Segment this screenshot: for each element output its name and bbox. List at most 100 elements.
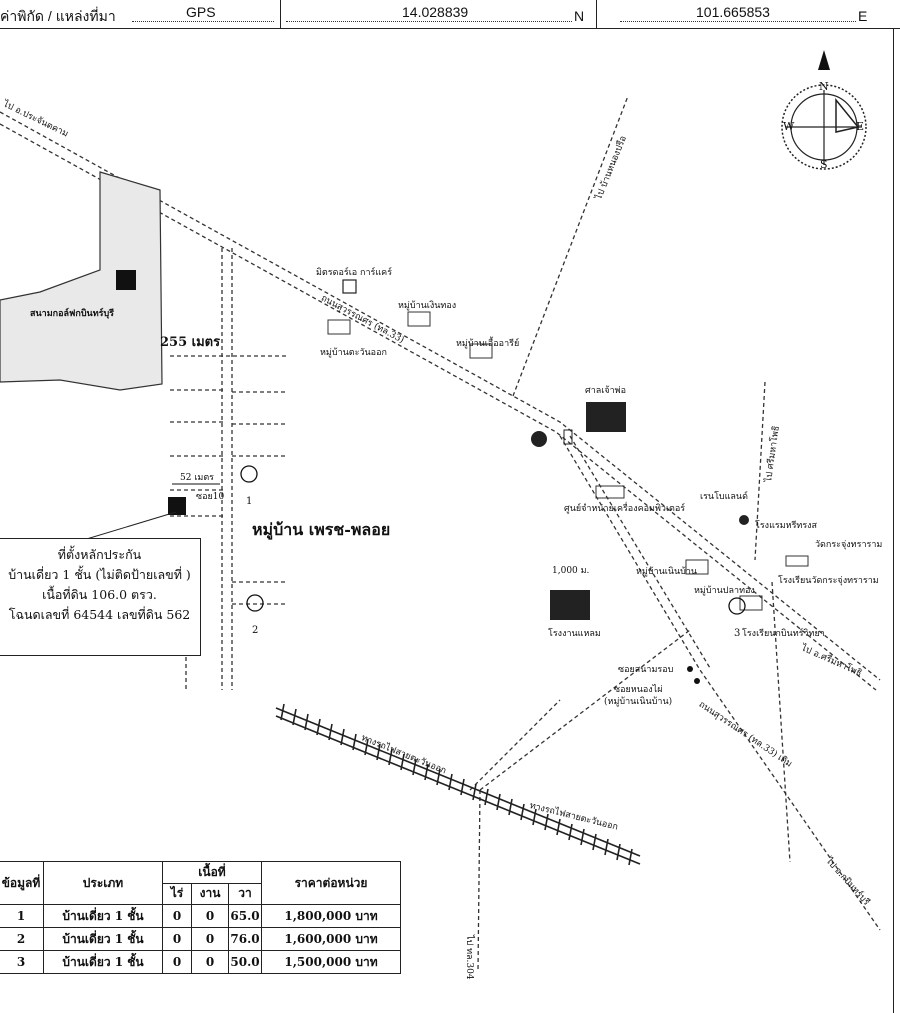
cell-price: 1,500,000 บาท [261,950,401,974]
label-village-euaari: หมู่บ้านเอื้ออารีย์ [456,339,520,349]
cell-wa: 50.0 [228,950,262,974]
cell-ngan: 0 [191,950,229,974]
factory-icon [550,590,590,620]
railway [275,703,641,866]
road-to-304 [477,789,481,971]
location-map [0,50,881,971]
cell-wa: 65.0 [228,904,262,928]
compass-rose [781,50,867,170]
cell-ngan: 0 [191,927,229,951]
cell-rai: 0 [162,927,192,951]
compass-south: S [820,158,828,171]
callout-type: บ้านเดี่ยว 1 ชั้น (ไม่ติดป้ายเลขที่ ) [8,567,191,582]
coordinate-header: ค่าพิกัด / แหล่งที่มา GPS 14.028839 N 10… [0,0,900,29]
col-wa: วา [228,882,262,905]
collateral-callout: ที่ตั้งหลักประกัน บ้านเดี่ยว 1 ชั้น (ไม่… [0,538,201,656]
callout-area: เนื้อที่ดิน 106.0 ตรว. [42,587,157,602]
label-to-304: ไป ทล.304 [464,935,474,980]
longitude-suffix: E [858,8,868,24]
table-row: 1 บ้านเดี่ยว 1 ชั้น 0 0 65.0 1,800,000 บ… [0,904,401,928]
road-connector-2 [469,699,561,791]
cell-rai: 0 [162,904,192,928]
label-village-nuea: หมู่บ้านเนินบ้าน [636,567,698,577]
compass-west: W [783,120,795,133]
map-frame-right [893,28,894,1013]
callout-deed: โฉนดเลขที่ 64544 เลขที่ดิน 562 [8,607,191,622]
road-connector [479,629,691,791]
village-icon [685,559,709,575]
road-east-north [754,381,766,561]
dotted-line [286,21,572,22]
source-cell: ค่าพิกัด / แหล่งที่มา GPS [0,0,278,28]
source-value: GPS [186,4,216,20]
col-area: เนื้อที่ [162,861,262,884]
table-header-row: ข้อมูลที่ ประเภท เนื้อที่ ราคาต่อหน่วย [0,861,401,905]
label-golf-course: สนามกอล์ฟกบินทร์บุรี [30,309,115,319]
label-temple-school: โรงเรียนวัดกระจุ่งทราราม [778,576,879,586]
marker-2-circle [246,594,264,612]
dotted-line [620,21,856,22]
road-southeast-edge [569,435,711,669]
label-255m: 255 เมตร [160,335,221,350]
village-icon [469,343,493,359]
cell-wa: 76.0 [228,927,262,951]
col-type: ประเภท [43,861,163,905]
label-village-nuea-2: (หมู่บ้านเนินบ้าน) [604,697,673,707]
table-row: 2 บ้านเดี่ยว 1 ชั้น 0 0 76.0 1,600,000 บ… [0,927,401,951]
side-sois [170,355,286,605]
cell-price: 1,600,000 บาท [261,927,401,951]
road-north [512,95,629,397]
golf-course-area [0,171,163,391]
marker-1-circle [240,465,258,483]
label-soi-nong-phai: ซอยหนองไผ่ [614,685,663,695]
label-1000m: 1,000 ม. [552,566,590,576]
col-ngan: งาน [191,882,229,905]
marker-2-label: 2 [252,625,259,636]
label-daycare: มิตรดอร์เอ การ์แคร์ [316,268,393,278]
cell-type: บ้านเดี่ยว 1 ชั้น [43,927,163,951]
latitude-cell: 14.028839 N [284,0,594,28]
compass-north: N [819,80,829,93]
label-shop: ศูนย์จำหน่ายเครื่องคอมพิวเตอร์ [564,504,686,514]
callout-title: ที่ตั้งหลักประกัน [57,547,142,562]
table-subheader-row: ไร่ งาน วา [0,882,401,905]
road-suwannason-edge [0,123,877,691]
shop-icon [595,485,625,499]
soi-marker [687,666,693,672]
cell-price: 1,800,000 บาท [261,904,401,928]
roads [0,95,881,971]
cell-type: บ้านเดี่ยว 1 ชั้น [43,904,163,928]
cell-no: 2 [0,927,44,951]
col-price: ราคาต่อหน่วย [261,861,401,905]
dotted-line [132,21,274,22]
factory-icon [586,402,626,432]
village-icon [327,319,351,335]
label-kabin-school: โรงเรียนกบินทร์วิทยา [742,629,825,639]
road-southeast [559,435,881,931]
cell-type: บ้านเดี่ยว 1 ชั้น [43,950,163,974]
comparison-table: ข้อมูลที่ ประเภท เนื้อที่ ราคาต่อหน่วย ไ… [0,861,401,974]
label-factory-laem: โรงงานแหลม [548,629,601,639]
divider [280,0,281,28]
label-shrine: ศาลเจ้าพ่อ [585,386,627,396]
village-icon [739,595,763,611]
latitude-suffix: N [574,8,585,24]
village-icon [407,311,431,327]
latitude-value: 14.028839 [402,4,469,20]
label-soi-sanamrob: ซอยสนามรอบ [618,665,674,675]
cell-rai: 0 [162,950,192,974]
longitude-cell: 101.665853 E [600,0,894,28]
label-hotel: โรงแรมหรีทรงส [755,521,818,531]
label-village-pla-thong: หมู่บ้านปลาทอง [694,586,755,596]
label-village-ngoenthong: หมู่บ้านเงินทอง [398,301,457,311]
cell-ngan: 0 [191,904,229,928]
cell-no: 1 [0,904,44,928]
longitude-value: 101.665853 [696,4,770,20]
road-east-south [771,581,791,863]
daycare-icon [342,279,357,294]
label-soi-10: ซอย10 [196,492,225,502]
label-rainbow-land: เรนโบแลนด์ [700,492,748,502]
compass-east: E [856,120,865,133]
label-village-tawan-ok: หมู่บ้านตะวันออก [320,348,387,358]
divider [596,0,597,28]
